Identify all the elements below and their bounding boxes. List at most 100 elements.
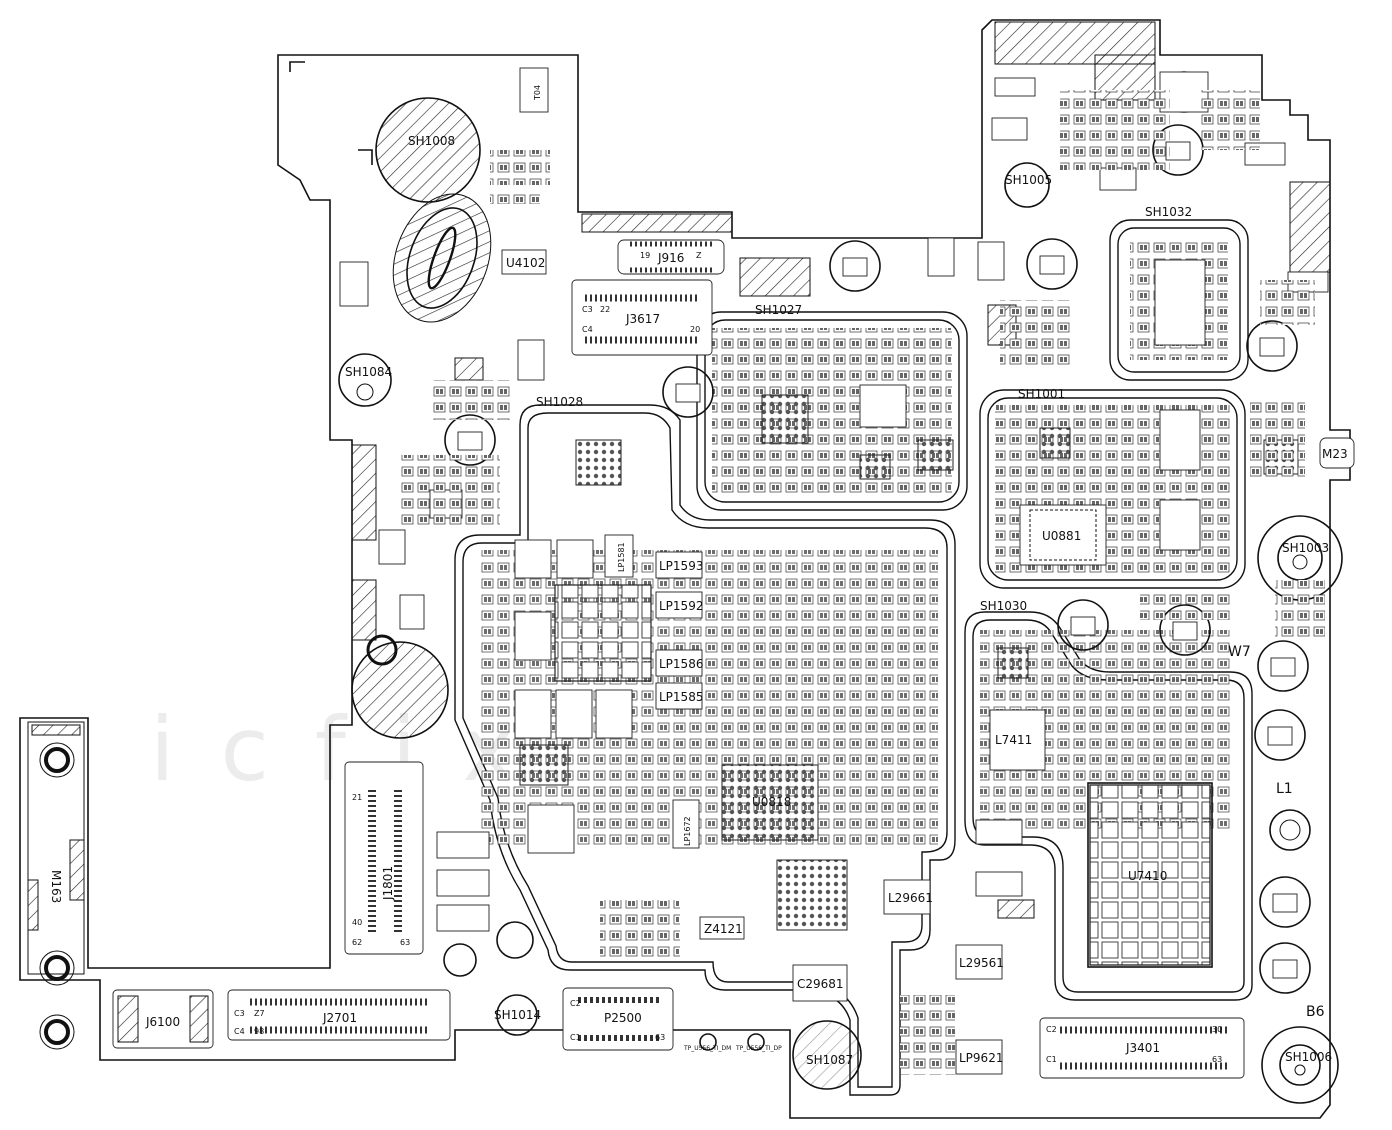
keepout-j916	[581, 213, 733, 233]
clip-4	[1026, 238, 1078, 290]
u4102-part: U4102	[501, 249, 547, 275]
clip-3	[829, 240, 881, 292]
svg-text:98: 98	[254, 1027, 264, 1036]
board-outline	[19, 19, 1351, 1119]
svg-text:C29681: C29681	[797, 977, 844, 991]
svg-text:J3401: J3401	[1125, 1041, 1160, 1055]
svg-text:L29661: L29661	[888, 891, 933, 905]
svg-text:63: 63	[655, 1033, 665, 1042]
vibrator-oval	[392, 193, 492, 323]
svg-text:21: 21	[352, 793, 362, 802]
c29681-capacitor: C29681	[792, 964, 848, 1002]
j6100-connector[interactable]: J6100	[112, 989, 214, 1049]
svg-text:SH1084: SH1084	[345, 365, 392, 379]
clip-6	[1057, 599, 1109, 651]
lp1593-inductor: LP1593	[655, 551, 703, 579]
svg-text:C3: C3	[582, 305, 593, 314]
lp9621-inductor: LP9621	[955, 1039, 1003, 1075]
m23-pad	[1319, 437, 1355, 469]
svg-text:SH1006: SH1006	[1285, 1050, 1332, 1064]
lp1592-inductor: LP1592	[655, 591, 703, 619]
svg-text:30: 30	[1212, 1025, 1222, 1034]
clip-10	[1259, 876, 1311, 928]
svg-text:SH1027: SH1027	[755, 303, 802, 317]
svg-text:40: 40	[352, 918, 362, 927]
boss-misc-1	[443, 921, 534, 977]
sh1014-boss: SH1014	[494, 994, 541, 1036]
j2701-connector[interactable]: J2701 C3 Z7 C4 98	[227, 989, 451, 1041]
keepout-mid	[739, 257, 811, 297]
svg-text:U0881: U0881	[1042, 529, 1081, 543]
svg-text:P2500: P2500	[604, 1011, 642, 1025]
keepout-right	[1289, 181, 1331, 273]
svg-text:J1801: J1801	[381, 866, 395, 901]
sh1005-boss: SH1005	[1004, 162, 1052, 208]
screw-hole-2	[39, 950, 75, 986]
svg-text:LP1593: LP1593	[659, 559, 703, 573]
sh1028-shield: U0818 SH1028	[454, 395, 956, 1096]
sh1027-shield: SH1027	[696, 303, 968, 511]
keepout-small-2	[454, 357, 484, 381]
svg-text:TP_U556_TI_DP: TP_U556_TI_DP	[735, 1045, 782, 1052]
svg-text:63: 63	[400, 938, 410, 947]
svg-text:C1: C1	[570, 1033, 581, 1042]
j3617-connector[interactable]: J3617 C3 22 C4 20	[571, 279, 713, 356]
z4121-part: Z4121	[699, 916, 745, 940]
svg-text:U7410: U7410	[1128, 869, 1167, 883]
sh1032-shield: SH1032	[1109, 205, 1249, 381]
svg-text:C2: C2	[570, 999, 581, 1008]
sh1087-boss: SH1087	[792, 1020, 862, 1090]
keepout-left	[351, 444, 377, 541]
clip-12	[1246, 320, 1298, 372]
svg-text:J3617: J3617	[625, 312, 660, 326]
svg-text:TP_U556_TI_DM: TP_U556_TI_DM	[683, 1045, 731, 1052]
svg-text:U4102: U4102	[506, 256, 545, 270]
p2500-connector[interactable]: P2500 C2 C1 63	[562, 987, 674, 1051]
w7-label: W7	[1228, 644, 1251, 660]
svg-text:SH1032: SH1032	[1145, 205, 1192, 219]
bga-bottom-center	[776, 859, 848, 931]
svg-text:LP1581: LP1581	[617, 542, 626, 572]
t04-part: T04	[519, 67, 549, 113]
lp1672-inductor: LP1672	[672, 799, 700, 849]
bracket-hatch-b	[27, 879, 39, 931]
svg-text:SH1087: SH1087	[806, 1053, 853, 1067]
svg-text:LP1586: LP1586	[659, 657, 703, 671]
keepout-left-2	[351, 579, 377, 641]
svg-text:U0818: U0818	[752, 795, 791, 809]
test-point-dm: TP_U556_TI_DM	[683, 1033, 731, 1052]
corner-mark-mid	[358, 149, 373, 165]
sh1084-boss: SH1084	[338, 353, 392, 407]
sh1006-boss: SH1006	[1261, 1026, 1339, 1104]
j916-connector[interactable]: J916 19 Z	[617, 239, 725, 275]
svg-text:Z: Z	[696, 251, 702, 260]
svg-text:C3: C3	[234, 1009, 245, 1018]
l29561-inductor: L29561	[955, 944, 1004, 980]
svg-text:SH1001: SH1001	[1018, 387, 1065, 401]
screw-hole-3	[39, 1014, 75, 1050]
svg-text:LP1672: LP1672	[683, 816, 692, 846]
svg-text:J6100: J6100	[145, 1015, 180, 1029]
b6-label: B6	[1306, 1004, 1325, 1020]
svg-text:SH1028: SH1028	[536, 395, 583, 409]
svg-text:C2: C2	[1046, 1025, 1057, 1034]
lp1581-inductor: LP1581	[604, 534, 634, 578]
svg-text:SH1003: SH1003	[1282, 541, 1329, 555]
test-point-dp: TP_U556_TI_DP	[735, 1033, 782, 1052]
svg-text:20: 20	[690, 325, 700, 334]
svg-text:J916: J916	[657, 251, 684, 265]
bracket-hatch-a	[69, 839, 85, 901]
clip-9	[1254, 709, 1306, 761]
sh1001-shield: U0881 SH1001	[979, 387, 1246, 589]
misc-components	[339, 77, 1329, 1075]
svg-text:SH1008: SH1008	[408, 134, 455, 148]
svg-text:62: 62	[352, 938, 362, 947]
watermark-text: icfix	[150, 698, 560, 801]
svg-text:L7411: L7411	[995, 733, 1032, 747]
j3401-connector[interactable]: J3401 C2 C1 30 63	[1039, 1017, 1245, 1079]
clip-11	[1259, 942, 1311, 994]
svg-text:Z7: Z7	[254, 1009, 265, 1018]
j1801-connector[interactable]: J1801 21 40 62 63	[344, 761, 424, 955]
svg-text:C4: C4	[234, 1027, 245, 1036]
